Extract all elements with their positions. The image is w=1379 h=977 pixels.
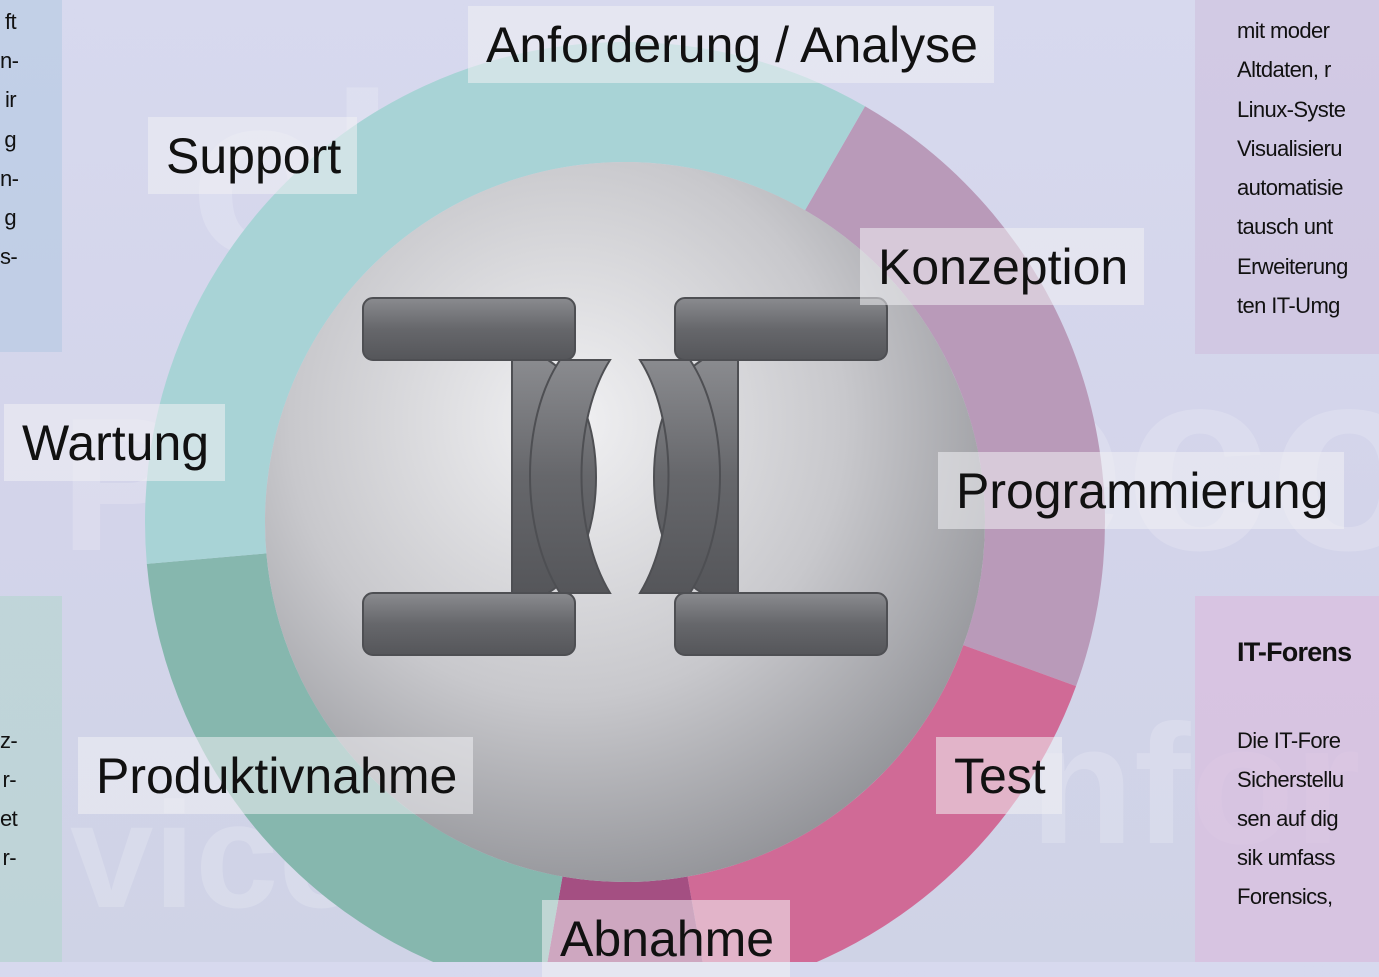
left-text-panel bbox=[0, 0, 62, 352]
left-text-fragment: et bbox=[0, 806, 18, 831]
left-text-fragment: s- bbox=[0, 244, 18, 269]
right-text-fragment: ten IT-Umg bbox=[1237, 293, 1340, 318]
right-text-fragment: mit moder bbox=[1237, 18, 1330, 43]
left-text-fragment: n- bbox=[0, 48, 19, 73]
right-text-fragment: Die IT-Fore bbox=[1237, 728, 1341, 753]
left-text-fragment: g bbox=[4, 205, 16, 230]
right-text-panel bbox=[1195, 0, 1379, 354]
left-text-fragment: r- bbox=[2, 767, 17, 792]
right-text-fragment: Erweiterung bbox=[1237, 254, 1348, 279]
right-text-fragment: tausch unt bbox=[1237, 214, 1333, 239]
logo-icon bbox=[362, 297, 888, 656]
stage-label-abnahme: Abnahme bbox=[542, 900, 791, 977]
stage-label-support: Support bbox=[148, 117, 358, 194]
left-text-fragment: ft bbox=[4, 9, 17, 34]
ring-segment-test bbox=[687, 645, 1077, 962]
right-text-fragment: Sicherstellu bbox=[1237, 767, 1344, 792]
left-text-fragment: g bbox=[4, 127, 16, 152]
right-text-fragment: automatisie bbox=[1237, 175, 1344, 200]
left-text-fragment: ir bbox=[4, 87, 17, 112]
right-text-fragment: sen auf dig bbox=[1237, 806, 1339, 831]
right-section-title: IT-Forens bbox=[1237, 637, 1352, 667]
stage-label-programmierung: Programmierung bbox=[938, 452, 1345, 529]
stage-label-wartung: Wartung bbox=[4, 404, 226, 481]
right-text-fragment: Linux-Syste bbox=[1237, 97, 1346, 122]
left-text-panel-bottom bbox=[0, 596, 62, 962]
stage-label-anforderung: Anforderung / Analyse bbox=[468, 6, 994, 83]
ring-segment-produktivnahme bbox=[146, 553, 563, 962]
right-text-fragment: sik umfass bbox=[1237, 845, 1336, 870]
right-text-fragment: Altdaten, r bbox=[1237, 57, 1331, 82]
stage-label-produktivnahme: Produktivnahme bbox=[78, 737, 474, 814]
right-text-fragment: Visualisieru bbox=[1237, 136, 1343, 161]
right-text-fragment: Forensics, bbox=[1237, 884, 1333, 909]
stage-label-test: Test bbox=[936, 737, 1062, 814]
left-text-fragment: z- bbox=[0, 728, 18, 753]
stage-label-konzeption: Konzeption bbox=[860, 228, 1145, 305]
left-text-fragment: n- bbox=[0, 166, 19, 191]
left-text-fragment: r- bbox=[2, 845, 17, 870]
right-text-panel-bottom bbox=[1195, 596, 1379, 962]
